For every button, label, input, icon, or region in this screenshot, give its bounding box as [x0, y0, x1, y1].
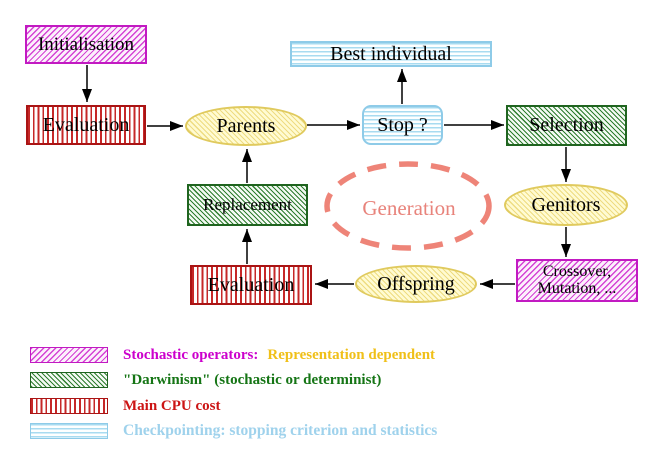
node-best-individual: Best individual [290, 41, 492, 67]
node-genitors: Genitors [504, 184, 628, 226]
node-initialisation-label: Initialisation [37, 33, 135, 55]
node-parents: Parents [185, 106, 307, 146]
generation-label: Generation [328, 195, 490, 221]
legend-label-darwinism: "Darwinism" (stochastic or determinist) [123, 371, 382, 388]
node-evaluation-bottom-label: Evaluation [207, 273, 295, 296]
legend-swatch-checkpointing [30, 423, 108, 439]
legend-swatch-darwinism [30, 372, 108, 388]
node-parents-label: Parents [216, 114, 276, 137]
legend-label-stochastic: Stochastic operators: [123, 346, 259, 363]
generation-label-text: Generation [362, 195, 456, 220]
node-selection: Selection [506, 105, 627, 146]
node-best-individual-label: Best individual [330, 42, 452, 65]
legend-row-cpu-cost: Main CPU cost [30, 397, 221, 415]
node-evaluation-top-label: Evaluation [42, 113, 130, 136]
legend-swatch-cpu-cost [30, 398, 108, 414]
node-evaluation-top: Evaluation [26, 105, 146, 145]
legend-row-darwinism: "Darwinism" (stochastic or determinist) [30, 371, 381, 389]
node-evaluation-bottom: Evaluation [190, 265, 312, 305]
node-crossover-mutation: Crossover, Mutation, ... [516, 259, 638, 302]
node-stop-label: Stop ? [377, 113, 428, 136]
node-initialisation: Initialisation [25, 25, 147, 64]
node-replacement-label: Replacement [203, 195, 292, 215]
legend-row-stochastic: Stochastic operators: Representation dep… [30, 346, 435, 364]
node-stop: Stop ? [362, 105, 443, 145]
node-offspring: Offspring [355, 265, 477, 303]
legend-row-checkpointing: Checkpointing: stopping criterion and st… [30, 422, 437, 440]
node-selection-label: Selection [529, 114, 604, 136]
node-genitors-label: Genitors [531, 193, 601, 216]
legend-label-checkpointing: Checkpointing: stopping criterion and st… [123, 422, 438, 439]
node-offspring-label: Offspring [377, 272, 455, 295]
legend-label-representation-dependent: Representation dependent [267, 346, 436, 363]
node-crossover-line1: Crossover, [542, 262, 612, 280]
legend-label-cpu-cost: Main CPU cost [123, 397, 221, 414]
legend-swatch-stochastic-operators [30, 347, 108, 363]
node-crossover-line2: Mutation, ... [537, 279, 617, 297]
node-replacement: Replacement [187, 184, 308, 226]
